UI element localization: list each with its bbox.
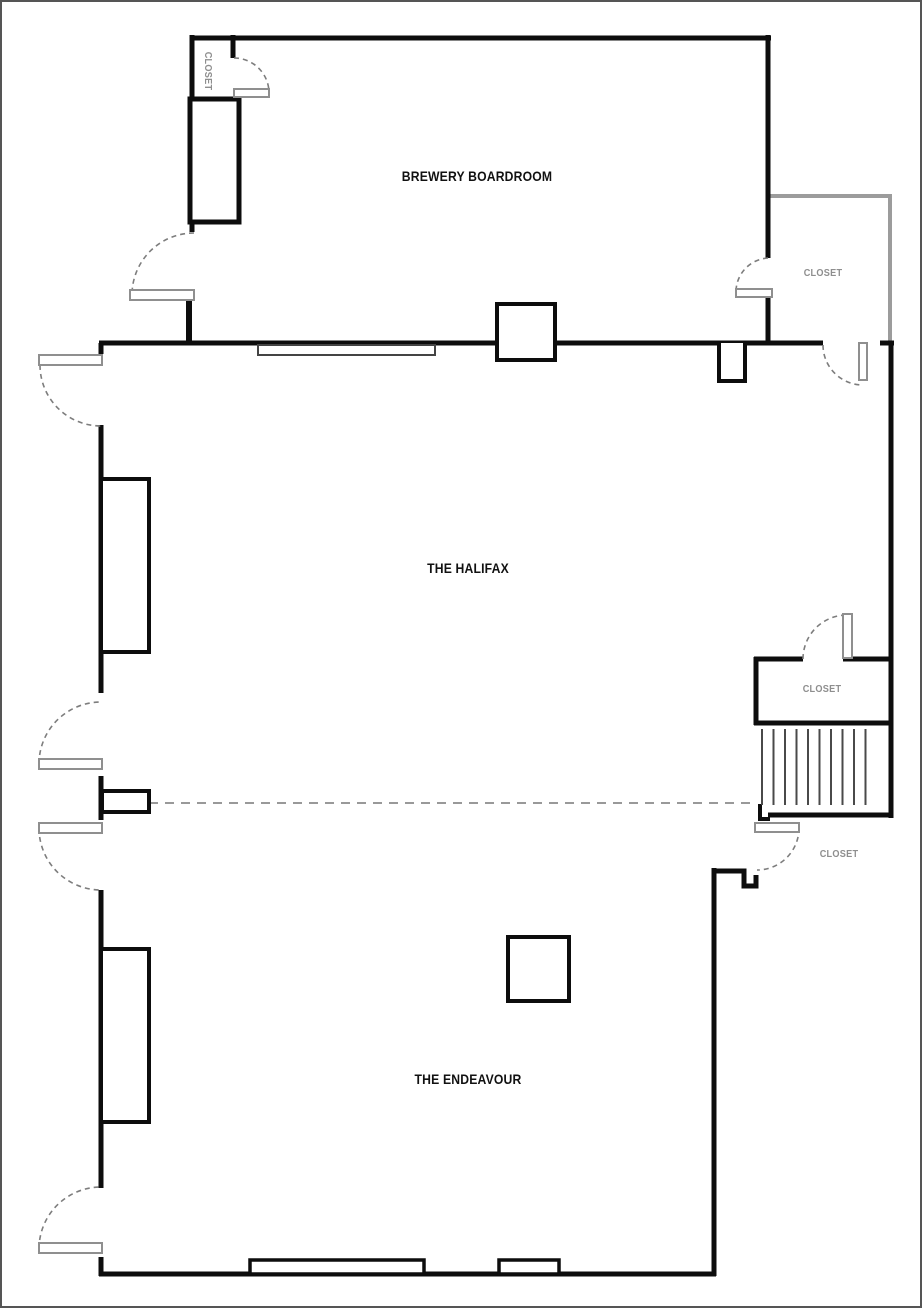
boardroom-cabinet xyxy=(187,96,242,225)
door-leaf-main-wall-right xyxy=(858,342,868,381)
endeavour-column xyxy=(506,935,571,1003)
light-walls xyxy=(768,194,892,343)
door-swing-arcs xyxy=(38,57,864,1250)
door-arc-endeavour-west xyxy=(38,1186,102,1250)
door-arc-boardroom-left xyxy=(131,232,195,296)
chimney-column xyxy=(495,302,557,362)
wall-recess-fixture xyxy=(717,343,747,383)
door-leaf-endeavour-west xyxy=(38,1242,103,1254)
room-label-the-endeavour: THE ENDEAVOUR xyxy=(414,1071,522,1087)
door-leaf-halifax-west-top xyxy=(38,354,103,366)
door-leaves xyxy=(38,88,868,1254)
door-leaf-stairs-closet xyxy=(754,822,800,833)
door-leaf-closet-top-right xyxy=(735,288,773,298)
door-leaf-west-middle-lower xyxy=(38,822,103,834)
closet-label-mid-right: CLOSET xyxy=(802,683,842,695)
room-label-the-halifax: THE HALIFAX xyxy=(427,560,509,576)
door-arc-west-middle-lower xyxy=(38,827,102,891)
door-leaf-boardroom-left xyxy=(129,289,195,301)
door-arc-mid-closet xyxy=(802,614,848,660)
door-arc-main-wall-right xyxy=(822,344,864,386)
door-leaf-boardroom-closet xyxy=(233,88,270,98)
door-arc-closet-top-right xyxy=(735,257,769,293)
door-arc-halifax-west-top xyxy=(39,364,102,427)
west-pier-block xyxy=(100,789,151,814)
closet-label-bottom-right: CLOSET xyxy=(819,848,859,860)
door-arc-stairs-closet xyxy=(756,827,800,871)
halifax-west-fixture xyxy=(99,477,151,654)
door-arc-boardroom-closet xyxy=(233,57,270,94)
room-label-brewery-boardroom: BREWERY BOARDROOM xyxy=(401,168,553,184)
window-bench-top xyxy=(257,344,436,356)
bottom-bench-long xyxy=(248,1258,426,1276)
stairs xyxy=(761,729,867,805)
stairs-bottom-jamb xyxy=(758,804,770,821)
door-leaf-west-middle-upper xyxy=(38,758,103,770)
closet-label-top-right: CLOSET xyxy=(803,267,843,279)
bottom-bench-short xyxy=(497,1258,561,1276)
endeavour-door-notch xyxy=(712,868,759,889)
door-arc-west-middle-upper xyxy=(38,701,102,765)
fixtures xyxy=(99,96,747,1276)
endeavour-west-fixture xyxy=(99,947,151,1124)
closet-label-top-left: CLOSET xyxy=(202,51,214,91)
door-leaf-mid-closet xyxy=(842,613,853,659)
